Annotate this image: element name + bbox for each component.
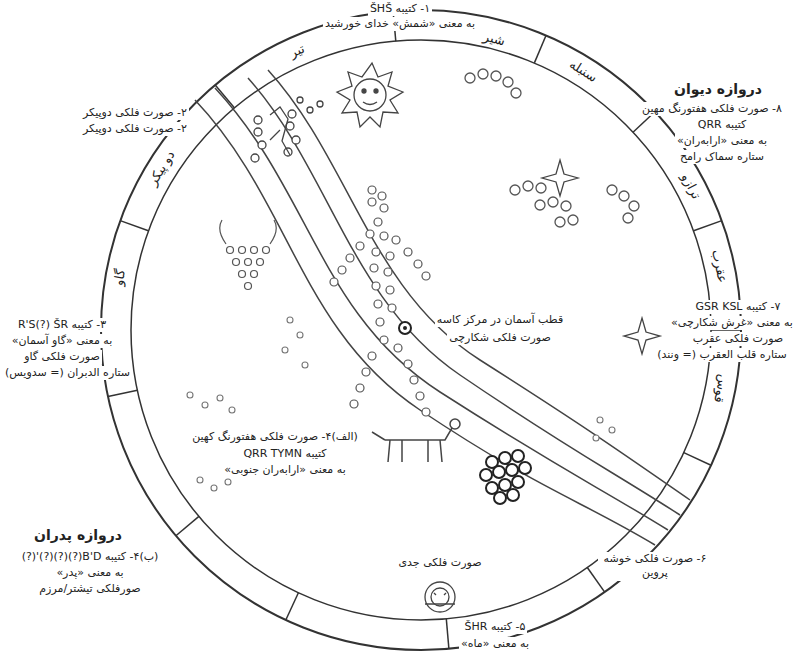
annotation-text: صورت فلکی جدی <box>396 556 483 570</box>
annotation-text: کتیبه QRR TYMN <box>241 447 328 461</box>
gate-heading: دروازه پدران <box>32 526 124 544</box>
annotation-text: ۸- صورت فلکی هفتورنگ مهین <box>640 102 784 116</box>
annotation-text: ۲- صورت فلکی دوپیکر <box>81 106 189 120</box>
zodiac-sign: قوس <box>709 370 732 405</box>
annotation-text: صورت فلکی عقرب <box>691 332 785 346</box>
annotation-text: (ب)۴- کتیبه B'D(?)(?)(?)'(?) <box>20 550 161 564</box>
annotation-text: ۵- کتیبه ŠHR <box>463 620 528 634</box>
annotation-text: ۱- کتیبه ŠHŠ <box>368 2 432 16</box>
zodiac-sign: گاو <box>111 265 131 288</box>
annotation-text: صورفلکی تیشتر/مرزم <box>37 582 142 596</box>
zodiac-sign: دو پیکر <box>144 146 181 191</box>
annotation-text: به معنی «ماه» <box>459 637 531 651</box>
annotation-text: به معنی «پدر» <box>54 566 125 580</box>
annotation-text: صورت فلکی گاو <box>22 350 102 364</box>
annotation-text: ۳- کتیبه R'S(?) ŠR <box>16 318 108 332</box>
zodiac-sign: تیر <box>285 40 309 63</box>
annotation-text: صورت فلکی شکارچی <box>447 331 553 345</box>
zodiac-sign: عقرب <box>707 246 731 286</box>
annotation-text: به معنی «شمش» خدای خورشید <box>323 17 477 31</box>
annotation-text: به معنی «گاو آسمان» <box>10 334 115 348</box>
annotation-text: ستاره قلب العقرب (= ونند) <box>655 348 789 362</box>
annotation-text: ۲- صورت فلکی دوپیکر <box>81 122 189 136</box>
annotation-text: به معنی «ارابه‌ران جنوبی» <box>222 463 347 477</box>
annotation-text: به معنی «غرش شکارچی» <box>669 316 795 330</box>
annotation-text: ستاره سماک رامح <box>678 150 766 164</box>
annotation-text: کتیبه QRR <box>696 118 749 132</box>
zodiac-sign: سنبله <box>564 55 602 87</box>
annotation-text: (الف)۴- صورت فلکی هفتورنگ کهین <box>190 430 360 444</box>
annotation-text: ۶- صورت فلکی خوشه پروین <box>598 552 712 581</box>
annotation-text: ۷- کتیبه GSR KSL <box>694 300 783 314</box>
annotation-text: به معنی «ارابه‌ران» <box>675 134 769 148</box>
annotation-text: ستاره الدبران (= سدویس) <box>3 366 132 380</box>
annotation-text: قطب آسمان در مرکز کاسه <box>435 313 565 327</box>
gate-heading: دروازه دیوان <box>672 80 764 98</box>
